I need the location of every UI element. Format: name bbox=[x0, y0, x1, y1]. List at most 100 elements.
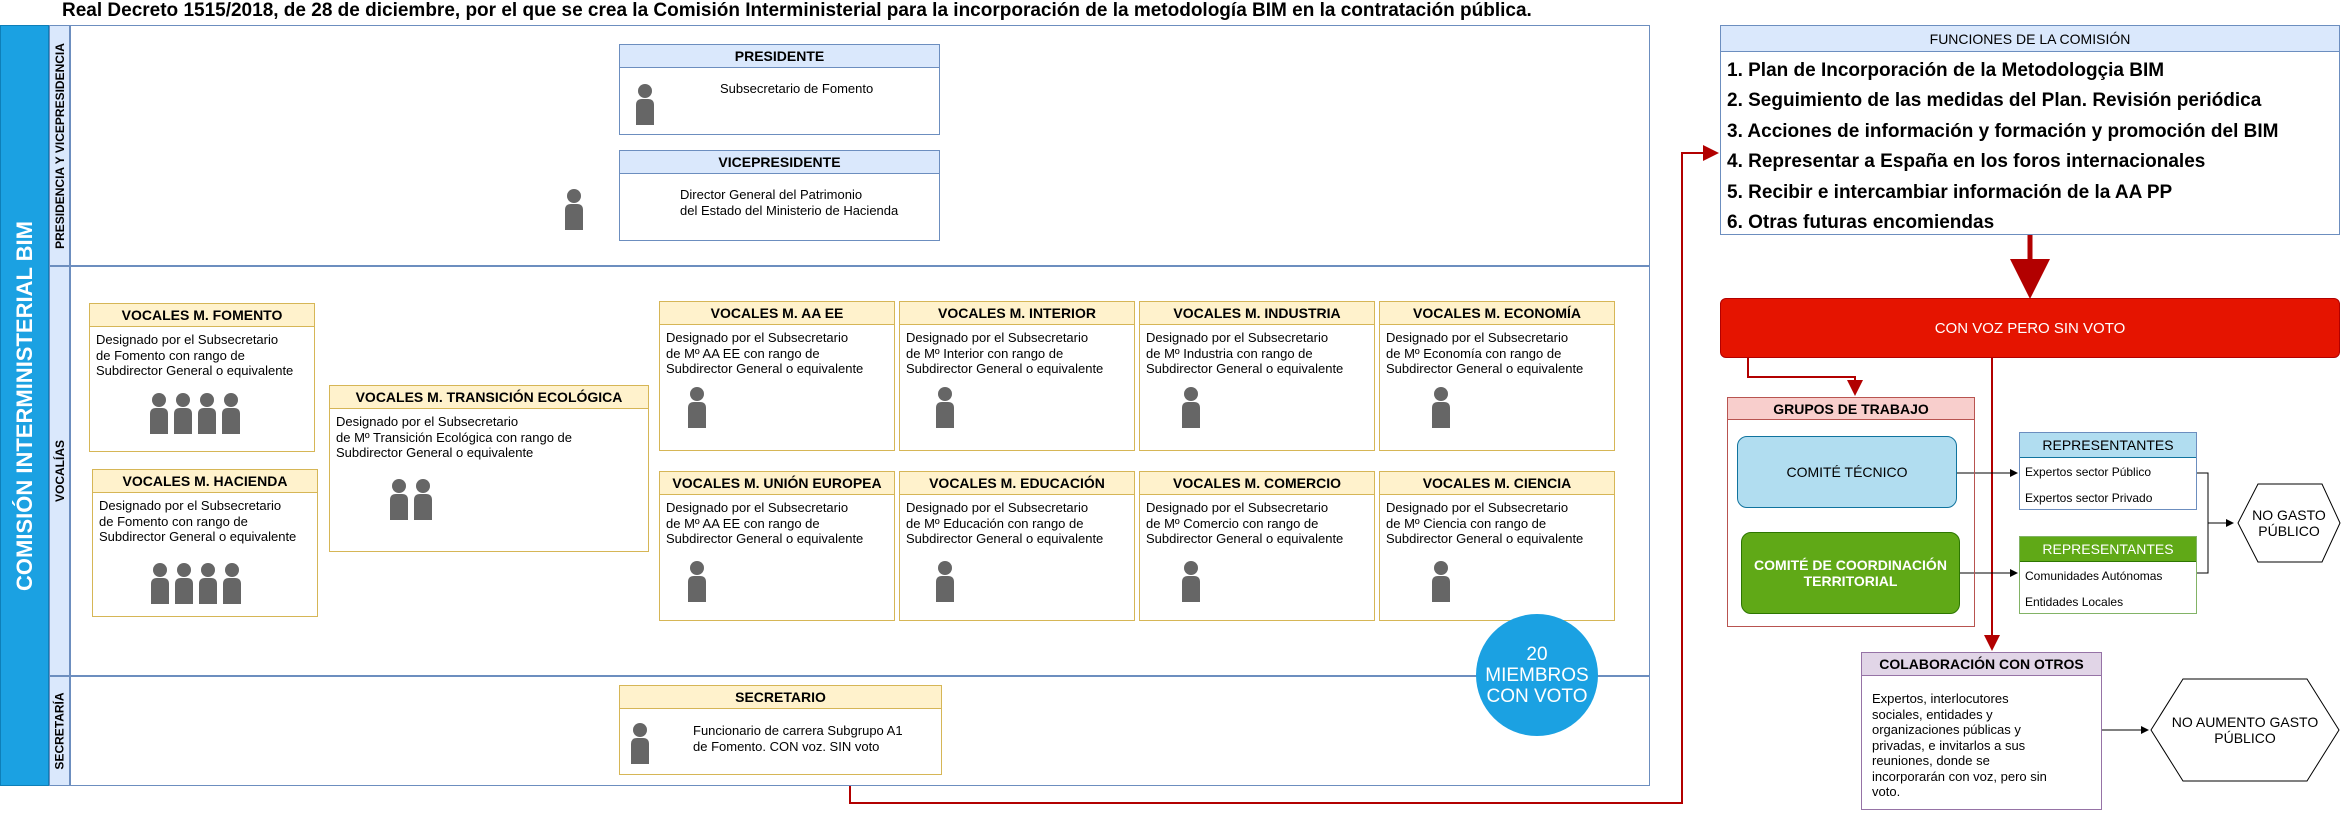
lane-secretaria bbox=[70, 676, 1650, 786]
funcion-item: 3. Acciones de información y formación y… bbox=[1727, 120, 2279, 142]
no-aumento-hexagon bbox=[2150, 678, 2340, 782]
person-icon bbox=[636, 84, 654, 125]
person-icon bbox=[1432, 387, 1450, 428]
miembros-badge: 20 MIEMBROS CON VOTO bbox=[1476, 614, 1598, 736]
no-aumento-label: NO AUMENTO GASTO PÚBLICO bbox=[2171, 714, 2319, 746]
persons-group bbox=[149, 562, 259, 606]
person-icon bbox=[199, 563, 217, 604]
colaboracion-box: COLABORACIÓN CON OTROS Expertos, interlo… bbox=[1861, 652, 2102, 810]
person-icon bbox=[198, 393, 216, 434]
representante-item: Comunidades Autónomas bbox=[2025, 569, 2163, 583]
person-icon bbox=[174, 393, 192, 434]
person-icon bbox=[150, 393, 168, 434]
person-icon bbox=[222, 393, 240, 434]
funcion-item: 4. Representar a España en los foros int… bbox=[1727, 151, 2206, 173]
vocales-educacion-body: Designado por el Subsecretario de Mº Edu… bbox=[906, 500, 1104, 546]
vocales-interior-body: Designado por el Subsecretario de Mº Int… bbox=[906, 330, 1104, 376]
person-icon bbox=[390, 479, 408, 520]
vocales-aaee-box: VOCALES M. AA EE Designado por el Subsec… bbox=[659, 301, 895, 451]
vocales-industria-body: Designado por el Subsecretario de Mº Ind… bbox=[1146, 330, 1344, 376]
person-icon bbox=[631, 723, 649, 764]
lane-header-presidencia: PRESIDENCIA Y VICEPRESIDENCIA bbox=[49, 25, 70, 266]
page-title: Real Decreto 1515/2018, de 28 de diciemb… bbox=[62, 0, 1532, 21]
grupos-trabajo-title: GRUPOS DE TRABAJO bbox=[1728, 398, 1974, 420]
vocales-hacienda-title: VOCALES M. HACIENDA bbox=[93, 470, 317, 493]
vocales-fomento-box: VOCALES M. FOMENTO Designado por el Subs… bbox=[89, 303, 315, 452]
comite-tecnico: COMITÉ TÉCNICO bbox=[1737, 436, 1957, 508]
vocales-transicion-body: Designado por el Subsecretario de Mº Tra… bbox=[336, 414, 572, 460]
secretario-body: Funcionario de carrera Subgrupo A1 de Fo… bbox=[693, 723, 903, 754]
secretario-title: SECRETARIO bbox=[620, 686, 941, 709]
vocales-transicion-box: VOCALES M. TRANSICIÓN ECOLÓGICA Designad… bbox=[329, 385, 649, 552]
person-icon bbox=[414, 479, 432, 520]
funciones-list: 1. Plan de Incorporación de la Metodolog… bbox=[1727, 56, 2333, 238]
person-icon bbox=[565, 189, 583, 230]
no-gasto-label: NO GASTO PÚBLICO bbox=[2252, 507, 2326, 539]
funcion-item: 2. Seguimiento de las medidas del Plan. … bbox=[1727, 90, 2262, 112]
funcion-item: 5. Recibir e intercambiar información de… bbox=[1727, 181, 2173, 203]
vocales-ciencia-title: VOCALES M. CIENCIA bbox=[1380, 472, 1614, 495]
comite-coordinacion-territorial: COMITÉ DE COORDINACIÓN TERRITORIAL bbox=[1741, 532, 1960, 614]
vocales-interior-title: VOCALES M. INTERIOR bbox=[900, 302, 1134, 325]
vocales-economia-body: Designado por el Subsecretario de Mº Eco… bbox=[1386, 330, 1584, 376]
person-icon bbox=[1182, 561, 1200, 602]
colaboracion-title: COLABORACIÓN CON OTROS bbox=[1862, 653, 2101, 676]
lane-label-presidencia: PRESIDENCIA Y VICEPRESIDENCIA bbox=[52, 42, 67, 249]
presidente-box: PRESIDENTE Subsecretario de Fomento bbox=[619, 44, 940, 135]
vocales-union-europea-title: VOCALES M. UNIÓN EUROPEA bbox=[660, 472, 894, 495]
vocales-comercio-body: Designado por el Subsecretario de Mº Com… bbox=[1146, 500, 1344, 546]
secretario-box: SECRETARIO Funcionario de carrera Subgru… bbox=[619, 685, 942, 775]
person-icon bbox=[688, 561, 706, 602]
vocales-ciencia-box: VOCALES M. CIENCIA Designado por el Subs… bbox=[1379, 471, 1615, 621]
lane-header-secretaria: SECRETARÍA bbox=[49, 676, 70, 786]
funcion-item: 1. Plan de Incorporación de la Metodolog… bbox=[1727, 60, 2165, 81]
representante-item: Expertos sector Privado bbox=[2025, 491, 2153, 505]
person-icon bbox=[1432, 561, 1450, 602]
representantes-expertos: REPRESENTANTES Expertos sector Público E… bbox=[2019, 432, 2197, 510]
vocales-economia-box: VOCALES M. ECONOMÍA Designado por el Sub… bbox=[1379, 301, 1615, 451]
persons-group bbox=[388, 478, 438, 522]
vocales-fomento-body: Designado por el Subsecretario de Foment… bbox=[96, 332, 294, 378]
vocales-interior-box: VOCALES M. INTERIOR Designado por el Sub… bbox=[899, 301, 1135, 451]
persons-group bbox=[148, 392, 258, 436]
connector-rep-nogasto bbox=[2197, 472, 2233, 574]
vicepresidente-body: Director General del Patrimonio del Esta… bbox=[680, 187, 899, 218]
vicepresidente-box: VICEPRESIDENTE Director General del Patr… bbox=[619, 150, 940, 241]
colaboracion-body: Expertos, interlocutores sociales, entid… bbox=[1872, 691, 2047, 799]
representante-item: Entidades Locales bbox=[2025, 595, 2124, 609]
vocales-aaee-body: Designado por el Subsecretario de Mº AA … bbox=[666, 330, 864, 376]
representantes-title: REPRESENTANTES bbox=[2020, 537, 2196, 562]
vocales-educacion-title: VOCALES M. EDUCACIÓN bbox=[900, 472, 1134, 495]
vocales-union-europea-body: Designado por el Subsecretario de Mº AA … bbox=[666, 500, 864, 546]
person-icon bbox=[1182, 387, 1200, 428]
connector-voz-grupos bbox=[1747, 358, 1863, 396]
presidente-title: PRESIDENTE bbox=[620, 45, 939, 68]
vocales-hacienda-body: Designado por el Subsecretario de Foment… bbox=[99, 498, 297, 544]
grupos-trabajo-box: GRUPOS DE TRABAJO bbox=[1727, 397, 1975, 627]
lane-presidencia bbox=[70, 25, 1650, 266]
vocales-hacienda-box: VOCALES M. HACIENDA Designado por el Sub… bbox=[92, 469, 318, 617]
representante-item: Expertos sector Público bbox=[2025, 465, 2152, 479]
representantes-title: REPRESENTANTES bbox=[2020, 433, 2196, 458]
person-icon bbox=[936, 387, 954, 428]
vocales-transicion-title: VOCALES M. TRANSICIÓN ECOLÓGICA bbox=[330, 386, 648, 409]
vocales-comercio-title: VOCALES M. COMERCIO bbox=[1140, 472, 1374, 495]
person-icon bbox=[223, 563, 241, 604]
representantes-territoriales: REPRESENTANTES Comunidades Autónomas Ent… bbox=[2019, 536, 2197, 614]
voz-sin-voto-banner: CON VOZ PERO SIN VOTO bbox=[1720, 298, 2340, 358]
vocales-educacion-box: VOCALES M. EDUCACIÓN Designado por el Su… bbox=[899, 471, 1135, 621]
person-icon bbox=[936, 561, 954, 602]
lane-label-secretaria: SECRETARÍA bbox=[52, 692, 67, 770]
connector-secretaria-funciones bbox=[849, 145, 1719, 804]
funcion-item: 6. Otras futuras encomiendas bbox=[1727, 211, 1995, 233]
pool-label: COMISIÓN INTERMINISTERIAL BIM bbox=[11, 220, 37, 591]
lane-vocalias bbox=[70, 266, 1650, 676]
vocales-comercio-box: VOCALES M. COMERCIO Designado por el Sub… bbox=[1139, 471, 1375, 621]
person-icon bbox=[151, 563, 169, 604]
vocales-fomento-title: VOCALES M. FOMENTO bbox=[90, 304, 314, 327]
no-gasto-hexagon bbox=[2237, 483, 2341, 563]
lane-header-vocalias: VOCALÍAS bbox=[49, 266, 70, 676]
vicepresidente-title: VICEPRESIDENTE bbox=[620, 151, 939, 174]
lane-label-vocalias: VOCALÍAS bbox=[52, 439, 67, 503]
